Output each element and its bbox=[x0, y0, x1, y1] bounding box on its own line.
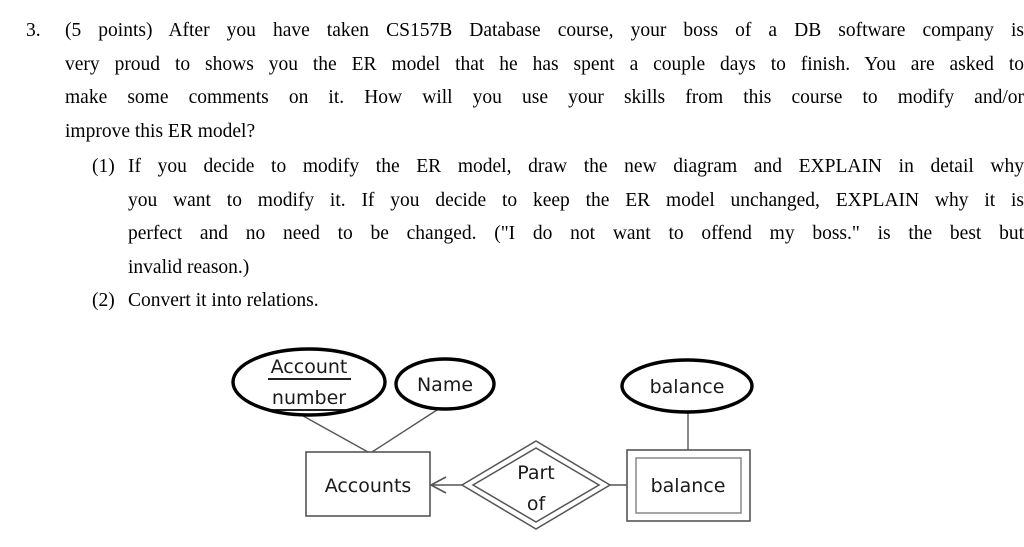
question-subitem-2: (2) Convert it into relations. bbox=[0, 284, 1024, 318]
entity-label-balance: balance bbox=[651, 475, 726, 497]
attribute-label-name: Name bbox=[417, 374, 473, 396]
question-line: improve this ER model? bbox=[65, 120, 256, 142]
question-text: (5 points) After you have taken CS157B D… bbox=[65, 14, 1024, 148]
arrowhead-icon bbox=[429, 476, 447, 494]
er-entity-balance: balance bbox=[626, 449, 751, 522]
er-attribute-account-number: Account number bbox=[231, 347, 387, 417]
attribute-label-balance: balance bbox=[650, 376, 725, 398]
question-number: 3. bbox=[26, 20, 41, 41]
question-line: (5 points) After you have taken CS157B D… bbox=[65, 20, 1024, 41]
question-line: very proud to shows you the ER model tha… bbox=[65, 53, 1024, 75]
subitem-line: perfect and no need to be changed. ("I d… bbox=[128, 223, 1024, 244]
question-item-3: 3. (5 points) After you have taken CS157… bbox=[0, 0, 1024, 148]
subitem-line: If you decide to modify the ER model, dr… bbox=[128, 156, 1024, 177]
subitem-marker: (1) bbox=[92, 156, 115, 177]
attribute-label-line2: number bbox=[272, 387, 346, 409]
er-diagram: Account number Name balance Accounts Par… bbox=[0, 330, 1024, 547]
connector-account-number bbox=[295, 411, 369, 453]
er-attribute-balance: balance bbox=[620, 358, 754, 414]
subitem-line: Convert it into relations. bbox=[128, 290, 319, 311]
relationship-label-line2: of bbox=[527, 493, 547, 515]
question-block: 3. (5 points) After you have taken CS157… bbox=[0, 0, 1024, 318]
relationship-label-line1: Part bbox=[517, 462, 555, 484]
attribute-label-line1: Account bbox=[271, 356, 348, 378]
er-attribute-name: Name bbox=[394, 357, 496, 411]
subitem-line: you want to modify it. If you decide to … bbox=[128, 189, 1024, 211]
er-relationship-part-of: Part of bbox=[460, 440, 612, 530]
er-entity-accounts: Accounts bbox=[305, 451, 431, 517]
subitem-marker: (2) bbox=[92, 290, 115, 311]
subitem-text: Convert it into relations. bbox=[128, 284, 1024, 318]
subitem-text: If you decide to modify the ER model, dr… bbox=[128, 150, 1024, 284]
question-subitem-1: (1) If you decide to modify the ER model… bbox=[0, 150, 1024, 284]
connector-name bbox=[371, 407, 441, 453]
entity-label-accounts: Accounts bbox=[325, 475, 412, 497]
subitem-line: invalid reason.) bbox=[128, 256, 250, 278]
question-line: make some comments on it. How will you u… bbox=[65, 87, 1024, 108]
